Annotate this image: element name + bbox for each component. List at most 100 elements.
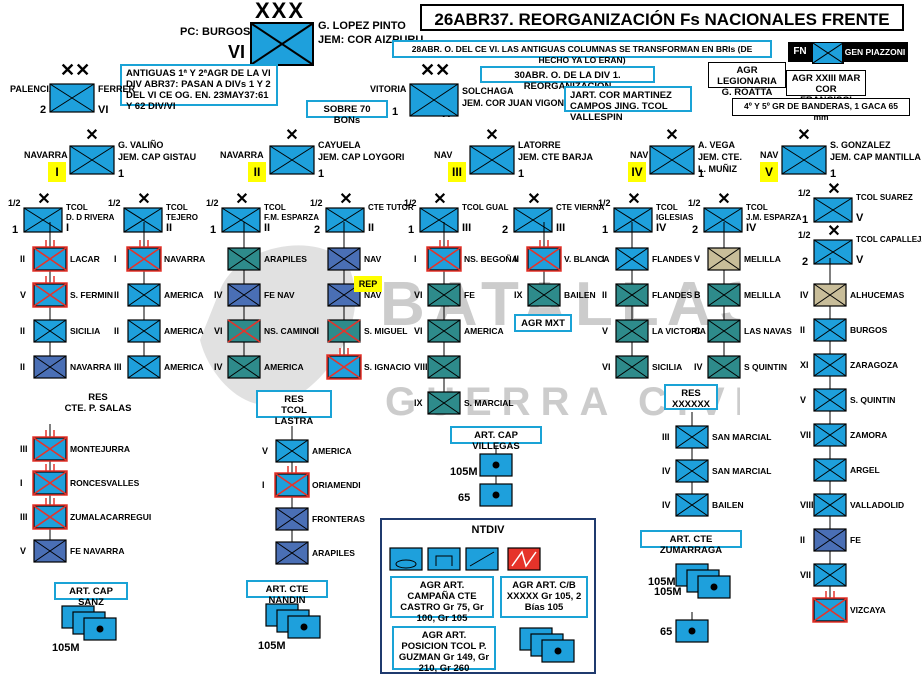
brigade-t1: TCOL SUAREZ [856,193,913,202]
hq-unit-symbol [250,22,314,66]
unit-name: S QUINTIN [744,362,787,372]
unit-roman: VI [602,362,611,372]
unit-symbol-c2-1 [127,276,161,307]
unit-symbol-c2-0 [126,240,162,272]
brigade-symbol-2 [123,207,163,233]
vitoria-cmd1: SOLCHAGA [462,86,514,96]
res1-t2: CTE. P. SALAS [64,403,132,414]
unit-symbol-c3-3 [227,348,261,379]
brigade-n: 2 [802,256,809,268]
reserve-symbol-res1-1 [32,464,68,496]
division-cmd3: L. MUÑIZ [698,164,737,174]
brigade-symbol-5 [419,207,459,233]
division-symbol-5 [781,145,827,175]
reserve-roman: III [20,512,28,522]
reserve-name: SAN MARCIAL [712,466,772,476]
reserve-roman: IV [662,466,671,476]
reserve-symbol-res1-2 [32,498,68,530]
unit-roman: VI [414,290,423,300]
res4-t2: XXXXXX [671,399,711,410]
art-zum-gun-65 [675,612,709,643]
unit-name: AMERICA [164,326,204,336]
reserve-roman: IV [662,500,671,510]
unit-name: ZARAGOZA [850,360,899,370]
hq-cmd1: G. LOPEZ PINTO [318,20,406,32]
palencia-symbol [49,83,95,113]
division-left-label: NAV [434,150,453,160]
division-echelon-mark: ✕ [665,127,678,144]
unit-symbol-c4-2 [327,312,361,343]
unit-symbol-c3-1 [227,276,261,307]
unit-name: NAVARRA [70,362,112,372]
unit-name: VIZCAYA [850,605,886,615]
brigade-t2: IGLESIAS [656,213,694,222]
unit-roman: II [514,254,520,264]
unit-roman: VI [414,326,423,336]
unit-roman: I [114,254,117,264]
note-bandera: 4º Y 5º GR DE BANDERAS, 1 GACA 65 mm [732,98,910,122]
division-echelon-mark: ✕ [485,127,498,144]
unit-roman: V [800,395,807,405]
unit-roman: VII [800,570,812,580]
ntdiv-icon-2 [427,547,461,571]
brigade-roman: II [166,222,173,234]
ntdiv-icon-3 [465,547,499,571]
unit-name: S. QUINTIN [850,395,896,405]
unit-roman: II [20,254,26,264]
division-cmd2: JEM. CTE. [698,152,743,162]
unit-name: MELILLA [744,254,781,264]
unit-name: ARGEL [850,465,880,475]
unit-symbol-c7-2 [615,312,649,343]
unit-roman: II [602,290,608,300]
unit-symbol-c9-6 [813,486,847,517]
unit-roman: I [602,254,605,264]
note-sobre70: SOBRE 70 BONs [306,100,388,126]
unit-name: S. FERMIN [70,290,113,300]
art-villegas: ART. CAP VILLEGAS [450,426,542,452]
brigade-echelon-mark: ✕ [137,191,150,208]
brigade-frac: 1/2 [206,198,219,208]
division-roman-badge: IV [628,162,646,182]
division-cmd1: LATORRE [518,140,561,150]
reserve-name: AMERICA [312,446,352,456]
art-villegas-65: 65 [458,492,471,504]
division-roman-badge: II [248,162,266,182]
unit-roman: IX [414,398,423,408]
unit-symbol-c1-0 [32,240,68,272]
division-roman-badge: I [48,162,66,182]
brigade-t1: TCOL [166,203,188,212]
reserve-roman: I [262,480,265,490]
division-cmd1: G. VALIÑO [118,140,164,150]
unit-name: FE [850,535,861,545]
unit-symbol-c6-0 [526,240,562,272]
unit-roman: C [694,326,701,336]
reserve-name: BAILEN [712,500,744,510]
reserve-name: FE NAVARRA [70,546,125,556]
brigade-t2: D. D RIVERA [66,213,115,222]
division-num: 1 [518,168,525,180]
brigade-symbol-4 [325,207,365,233]
reserve-symbol-res1-0 [32,430,68,462]
unit-roman: II [114,326,120,336]
unit-roman: II [800,535,806,545]
fn-badge: FN [788,42,812,62]
rep-badge: REP [354,276,382,292]
unit-roman: II [114,290,120,300]
brigade-t2: F.M. ESPARZA [264,213,319,222]
agrmxt-note: AGR MXT [514,314,572,332]
reserve-roman: I [20,478,23,488]
unit-symbol-c7-1 [615,276,649,307]
brigade-roman: I [66,222,70,234]
unit-symbol-c1-1 [32,276,68,308]
res2-t2: TCOL LASTRA [274,405,314,427]
reserve-name: RONCESVALLES [70,478,140,488]
division-symbol-1 [69,145,115,175]
unit-name: ALHUCEMAS [850,290,905,300]
reserve-symbol-res2-2 [275,500,309,531]
division-num: 1 [118,168,125,180]
brigade-t1: CTE TUTOR [368,203,414,212]
note-agrleg: AGR LEGIONARIA G. ROATTA [708,62,786,98]
unit-roman: V [602,326,609,336]
unit-name: S. MIGUEL [364,326,408,336]
